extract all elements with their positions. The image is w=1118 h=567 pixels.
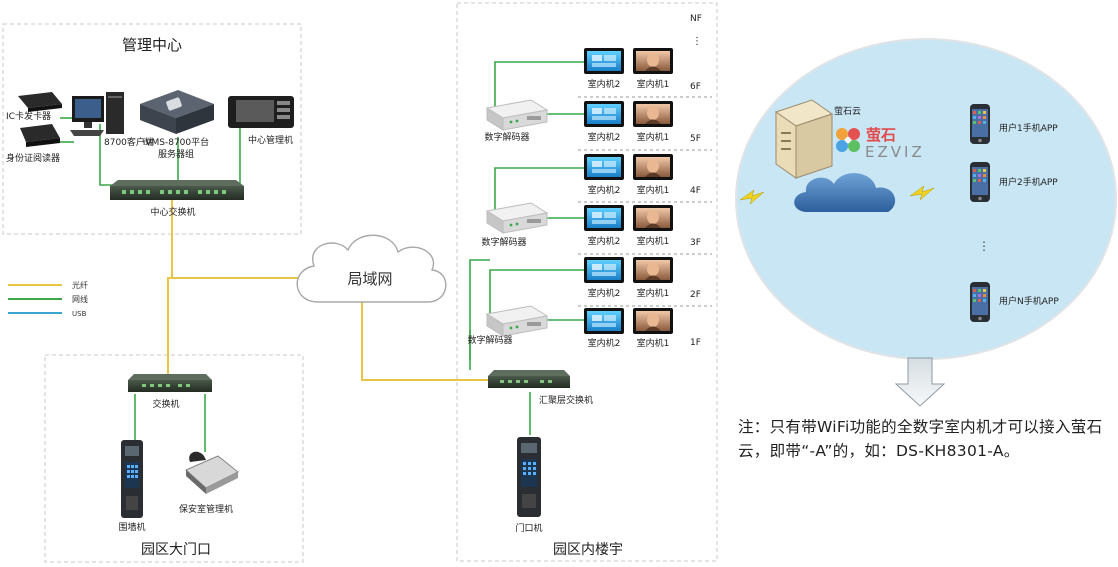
indoor1-label: 室内机1 — [637, 287, 670, 299]
aggregation-switch: 汇聚层交换机 — [488, 370, 593, 406]
indoor2-label: 室内机2 — [588, 78, 621, 90]
app-usern-label: 用户N手机APP — [999, 295, 1059, 307]
gate-zone-title: 园区大门口 — [141, 542, 211, 558]
indoor2-label: 室内机2 — [588, 287, 621, 299]
cloud-bubble-background — [735, 38, 1117, 360]
floor-label-2f: 2F — [690, 290, 701, 300]
internet-cloud — [794, 173, 896, 212]
indoor2-label: 室内机2 — [588, 235, 621, 247]
decoder-middle: 数字解码器 — [481, 202, 548, 248]
wireless-left-icon — [739, 189, 765, 205]
ic-card-issuer-label: IC卡发卡器 — [6, 110, 51, 122]
floor-1f-units: 室内机2 室内机1 — [584, 308, 673, 349]
floor-label-4f: 4F — [690, 186, 701, 196]
legend-ethernet-label: 网线 — [72, 294, 88, 304]
aggregation-switch-label: 汇聚层交换机 — [539, 394, 593, 406]
wall-unit-label: 围墙机 — [118, 521, 145, 533]
indoor1-label: 室内机1 — [637, 235, 670, 247]
lan-cloud: 局域网 — [296, 234, 447, 303]
floor-4f-units: 室内机2 室内机1 — [584, 154, 673, 196]
management-zone: 管理中心 IC卡发卡器 身份证阅读器 8700客户端 iVMS-8700平台 — [6, 36, 294, 218]
gate-switch: 交换机 — [128, 374, 212, 410]
management-zone-title: 管理中心 — [122, 36, 182, 54]
floor-5f-units: 室内机2 室内机1 — [584, 101, 673, 143]
client-8700-pc: 8700客户端 — [70, 92, 154, 148]
center-manager-label: 中心管理机 — [248, 134, 293, 146]
phone-user2: 用户2手机APP — [970, 162, 1058, 202]
cloud-server — [774, 99, 834, 179]
wifi-note: 注：只有带WiFi功能的全数字室内机才可以接入萤石云，即带“-A”的，如：DS-… — [738, 418, 1103, 460]
indoor2-label: 室内机2 — [588, 337, 621, 349]
indoor1-label: 室内机1 — [637, 337, 670, 349]
door-unit-label: 门口机 — [515, 522, 542, 534]
management-zone-frame — [2, 23, 302, 235]
app-user1-label: 用户1手机APP — [999, 122, 1058, 134]
id-card-reader-label: 身份证阅读器 — [6, 152, 60, 164]
indoor1-label: 室内机1 — [637, 131, 670, 143]
ivms-server: iVMS-8700平台 服务器组 — [140, 90, 214, 160]
decoder-upper: 数字解码器 — [484, 99, 548, 143]
decoder-lower: 数字解码器 — [467, 305, 548, 346]
floor-labels: NF ⋮ 6F 5F 4F 3F 2F 1F — [690, 14, 702, 348]
building-zone: NF ⋮ 6F 5F 4F 3F 2F 1F 室内机2 室内机1 室内机2 室内… — [467, 14, 702, 558]
floor-2f-units: 室内机2 室内机1 — [584, 257, 673, 299]
center-switch-label: 中心交换机 — [150, 206, 195, 218]
id-card-reader: 身份证阅读器 — [6, 124, 60, 164]
indoor1-label: 室内机1 — [637, 184, 670, 196]
indoor1-label: 室内机1 — [637, 78, 670, 90]
down-arrow-icon — [894, 357, 946, 407]
decoder-label: 数字解码器 — [484, 131, 529, 143]
ezviz-logo — [836, 128, 860, 152]
decoder-label: 数字解码器 — [467, 334, 512, 346]
ic-card-issuer: IC卡发卡器 — [6, 92, 62, 122]
center-switch-ports — [122, 190, 226, 194]
client-8700-label: 8700客户端 — [104, 136, 154, 148]
indoor2-label: 室内机2 — [588, 131, 621, 143]
ivms-label-line1: iVMS-8700平台 — [143, 136, 209, 148]
floor-label-6f: 6F — [690, 82, 701, 92]
gate-switch-label: 交换机 — [152, 398, 179, 410]
legend: 光纤 网线 USB — [8, 280, 88, 318]
wireless-right-icon — [909, 185, 935, 201]
floor-3f-units: 室内机2 室内机1 — [584, 205, 673, 247]
floor-dividers — [578, 96, 712, 307]
lan-label: 局域网 — [347, 270, 392, 288]
wall-door-station: 围墙机 — [118, 440, 146, 533]
phone-user1: 用户1手机APP — [970, 104, 1058, 144]
app-user2-label: 用户2手机APP — [999, 176, 1058, 188]
floor-label-nf: NF — [690, 14, 702, 24]
building-door-station: 门口机 — [515, 437, 543, 534]
guard-unit-label: 保安室管理机 — [179, 503, 233, 515]
guard-room-manager: 保安室管理机 — [179, 451, 239, 515]
ivms-label-line2: 服务器组 — [158, 148, 194, 160]
legend-usb-label: USB — [72, 310, 87, 318]
ezviz-cloud-bubble: 萤石云 萤石 EZVIZ 用户1手机APP 用户2手机APP ⋮ 用户N手机AP… — [735, 38, 1117, 360]
center-switch: 中心交换机 — [110, 180, 244, 218]
center-manager-unit: 中心管理机 — [228, 96, 294, 146]
phones-more-dots: ⋮ — [978, 239, 990, 253]
building-zone-frame — [456, 2, 718, 562]
phone-usern: 用户N手机APP — [970, 282, 1059, 322]
zone-frames — [2, 2, 718, 563]
legend-fiber-label: 光纤 — [72, 280, 88, 290]
ezviz-brand-cn: 萤石 — [866, 126, 896, 144]
floor-label-5f: 5F — [690, 134, 701, 144]
floor-6f-units: 室内机2 室内机1 — [584, 48, 673, 90]
ezviz-brand-en: EZVIZ — [865, 143, 925, 161]
floor-label-3f: 3F — [690, 238, 701, 248]
floor-label-1f: 1F — [690, 338, 701, 348]
cloud-name-label: 萤石云 — [834, 105, 861, 117]
floor-dots: ⋮ — [692, 36, 702, 47]
building-zone-title: 园区内楼宇 — [553, 542, 623, 558]
gate-zone: 交换机 围墙机 保安室管理机 园区大门口 — [118, 374, 239, 558]
decoder-label: 数字解码器 — [481, 236, 526, 248]
gate-zone-frame — [44, 354, 304, 563]
indoor2-label: 室内机2 — [588, 184, 621, 196]
